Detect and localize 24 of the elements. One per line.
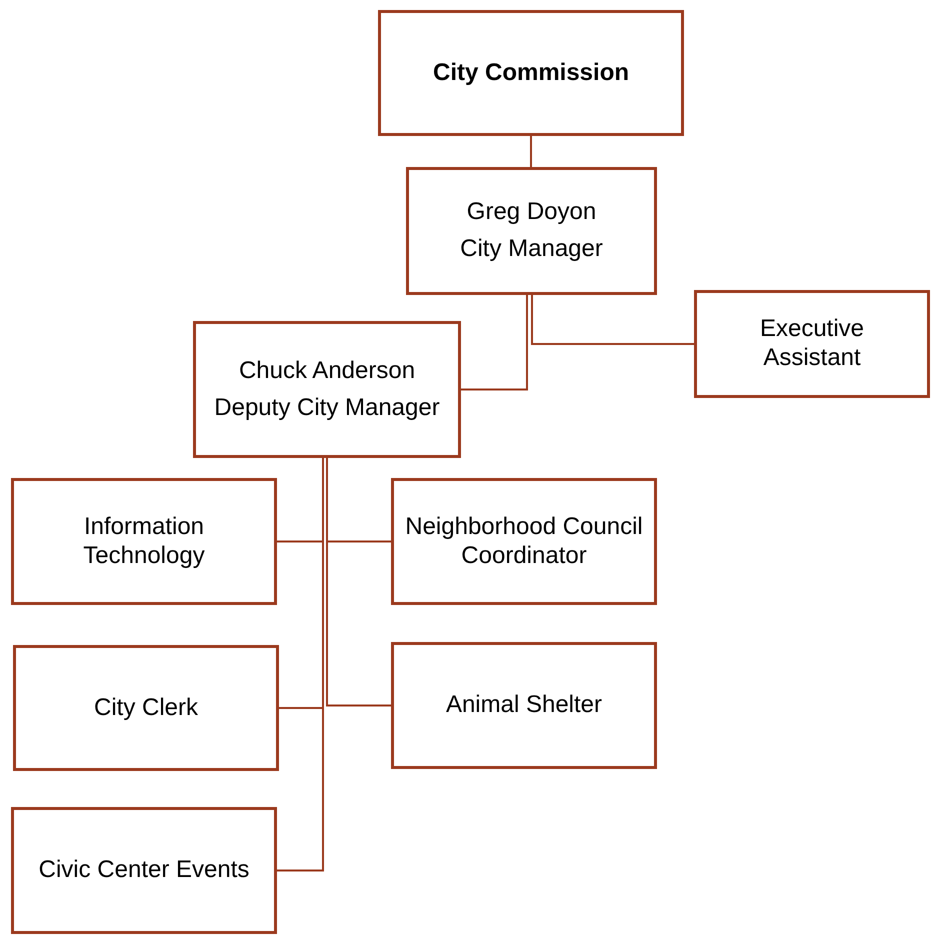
org-box bbox=[694, 290, 930, 398]
connector-line bbox=[530, 136, 532, 167]
org-box bbox=[406, 167, 657, 295]
org-box bbox=[391, 478, 657, 605]
org-box bbox=[193, 321, 461, 458]
org-box bbox=[11, 807, 277, 934]
connector-line bbox=[531, 295, 694, 345]
connector-line bbox=[326, 458, 391, 706]
heading-text: City Commission bbox=[432, 58, 630, 88]
connector-line bbox=[461, 295, 528, 390]
box-text: Civic Center Events bbox=[38, 856, 250, 885]
org-box bbox=[13, 645, 279, 771]
box-text: Neighborhood Council Coordinator bbox=[404, 512, 644, 570]
box-text: Information Technology bbox=[82, 512, 206, 570]
box-text: City Manager bbox=[460, 235, 603, 264]
box-text: Deputy City Manager bbox=[214, 394, 440, 422]
box-text: City Clerk bbox=[94, 694, 198, 722]
org-box bbox=[391, 642, 657, 769]
org-box bbox=[378, 10, 684, 136]
box-text: Chuck Anderson bbox=[238, 356, 416, 386]
org-box bbox=[11, 478, 277, 605]
box-text: Greg Doyon bbox=[466, 198, 596, 227]
box-text: Executive Assistant bbox=[758, 315, 866, 373]
box-text: Animal Shelter bbox=[446, 691, 602, 720]
